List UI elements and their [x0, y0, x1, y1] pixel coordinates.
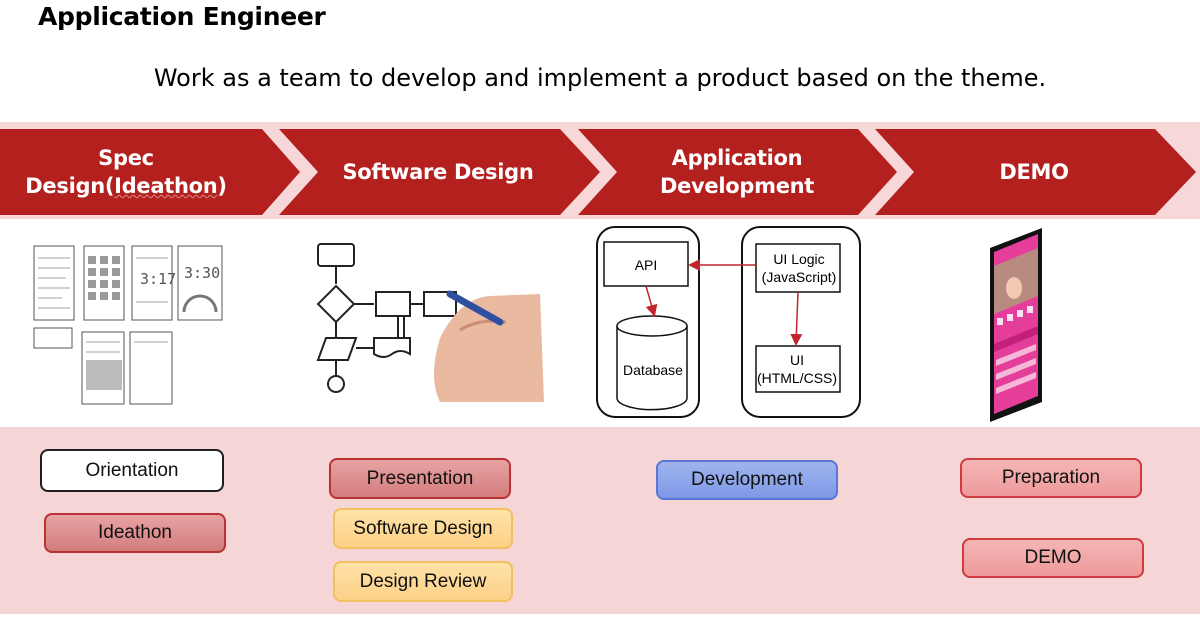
stage-label-line1: Application: [671, 146, 803, 170]
stage-chevrons: [0, 129, 1196, 215]
chevron-spec-design: [0, 129, 300, 215]
flowchart-sketch-image: [316, 243, 544, 402]
task-demo: DEMO: [962, 538, 1144, 578]
task-software-design: Software Design: [333, 508, 513, 549]
chevron-demo: [875, 129, 1196, 215]
arrow-logic-to-ui: [790, 291, 803, 346]
database-label: Database: [623, 362, 683, 378]
database-cylinder: [616, 315, 688, 411]
task-design-review: Design Review: [333, 561, 513, 602]
task-preparation: Preparation: [960, 458, 1142, 498]
page-subtitle: Work as a team to develop and implement …: [153, 64, 1047, 92]
architecture-diagram: API Database UI Logic (JavaScript) UI (H…: [596, 226, 861, 418]
ui-logic-label-line2: (JavaScript): [762, 269, 837, 285]
stage-label-spec-design: Spec Design(Ideathon): [25, 146, 227, 198]
task-ideathon: Ideathon: [44, 513, 226, 553]
task-development: Development: [656, 460, 838, 500]
ui-logic-label-line1: UI Logic: [773, 251, 824, 267]
ui-box: [755, 345, 841, 393]
stage-label-software-design: Software Design: [342, 160, 534, 184]
stage-label-line2: Development: [659, 174, 815, 198]
task-orientation: Orientation: [40, 449, 224, 492]
chevron-app-development: [578, 129, 897, 215]
sketch-clock-b: 3:30: [184, 264, 220, 282]
ui-logic-box: [755, 243, 841, 293]
task-ideathon-label: Ideathon: [98, 522, 172, 543]
page-title: Application Engineer: [38, 2, 326, 31]
ui-label-line1: UI: [790, 352, 804, 368]
ui-label-line2: (HTML/CSS): [757, 370, 837, 386]
arrow-api-to-database: [645, 285, 658, 317]
task-presentation: Presentation: [329, 458, 511, 499]
chevron-software-design: [279, 129, 600, 215]
api-label: API: [635, 257, 658, 273]
sketch-clock-a: 3:17: [140, 270, 176, 288]
stage-label-app-development: Application Development: [617, 129, 857, 215]
wireframe-sketch-image: 3:17 3:30: [33, 245, 223, 405]
stage-label-demo: DEMO: [999, 160, 1069, 184]
phone-mockup-image: [990, 228, 1042, 422]
